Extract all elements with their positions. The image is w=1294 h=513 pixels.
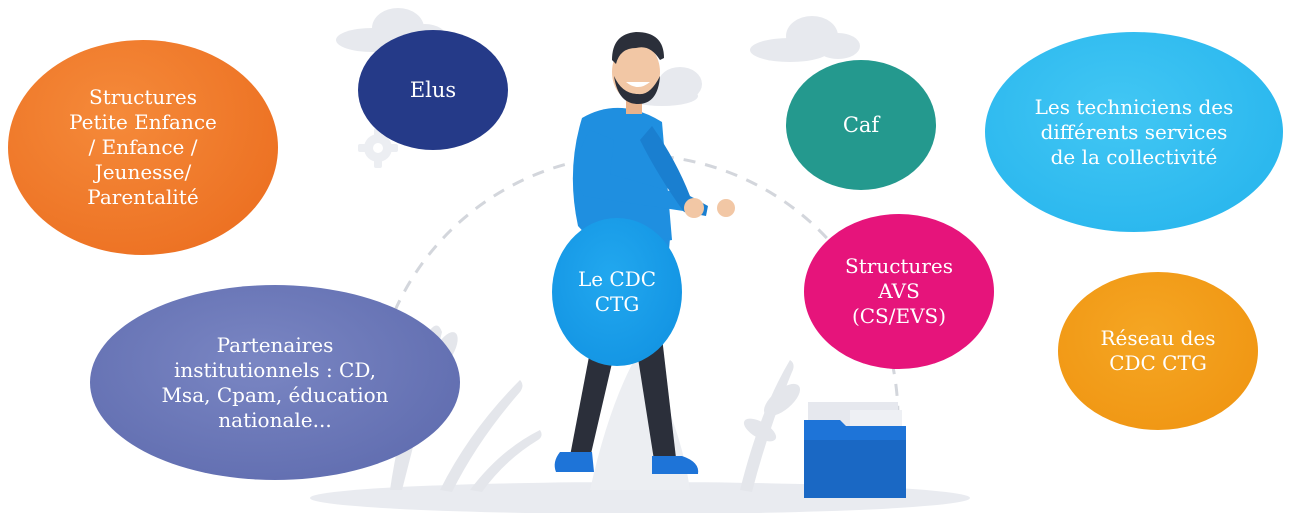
cloud-icon <box>750 16 860 62</box>
bubble-reseau-cdc: Réseau des CDC CTG <box>1058 272 1258 430</box>
bubble-caf: Caf <box>786 60 936 190</box>
bubble-partenaires: Partenaires institutionnels : CD, Msa, C… <box>90 285 460 480</box>
bubble-techniciens: Les techniciens des différents services … <box>985 32 1283 232</box>
gear-icon <box>358 128 398 168</box>
folder-icon <box>804 402 906 498</box>
bubble-structures-avs: Structures AVS (CS/EVS) <box>804 214 994 369</box>
plant-icon <box>740 360 801 492</box>
bubble-structures-enfance: Structures Petite Enfance / Enfance / Je… <box>8 40 278 255</box>
bubble-cdc-ctg: Le CDC CTG <box>552 218 682 366</box>
bubble-elus: Elus <box>358 30 508 150</box>
